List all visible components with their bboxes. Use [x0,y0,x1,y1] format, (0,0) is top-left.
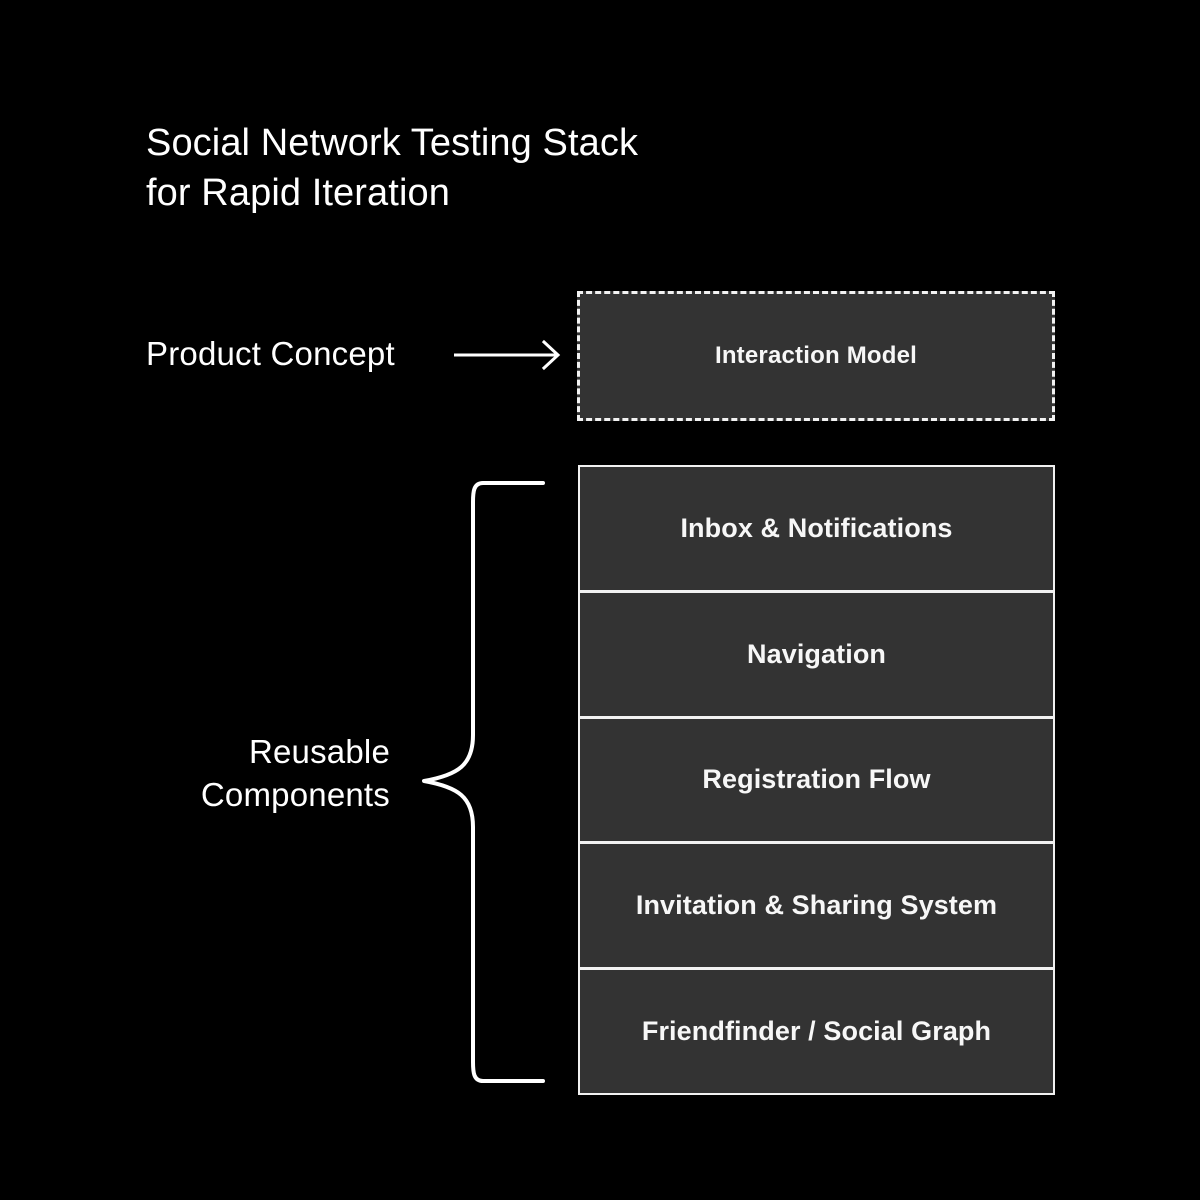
title-line-1: Social Network Testing Stack [146,122,639,164]
product-concept-label: Product Concept [146,335,395,372]
stack-row-label: Inbox & Notifications [680,512,953,543]
stack-row-friendfinder-social-graph[interactable]: Friendfinder / Social Graph [578,968,1055,1095]
reusable-label-line-1: Reusable [248,733,390,770]
reusable-components-label: Reusable Components [40,730,390,816]
title-line-2: for Rapid Iteration [146,172,450,214]
right-arrow-icon [454,339,561,371]
stack-row-registration-flow[interactable]: Registration Flow [578,716,1055,844]
interaction-model-box[interactable]: Interaction Model [577,291,1055,421]
interaction-model-label: Interaction Model [714,342,918,369]
curly-brace-icon [422,481,545,1083]
stack-row-label: Navigation [746,638,887,669]
reusable-label-line-2: Components [200,776,390,813]
stack-row-navigation[interactable]: Navigation [578,590,1055,718]
stack-row-invitation-sharing-system[interactable]: Invitation & Sharing System [578,842,1055,970]
stack-row-label: Friendfinder / Social Graph [641,1016,992,1047]
stack-row-inbox-notifications[interactable]: Inbox & Notifications [578,465,1055,592]
stack-row-label: Invitation & Sharing System [635,890,998,921]
stack-row-label: Registration Flow [702,764,931,795]
component-stack: Inbox & Notifications Navigation Registr… [578,465,1055,1095]
page-title: Social Network Testing Stack for Rapid I… [146,118,866,218]
